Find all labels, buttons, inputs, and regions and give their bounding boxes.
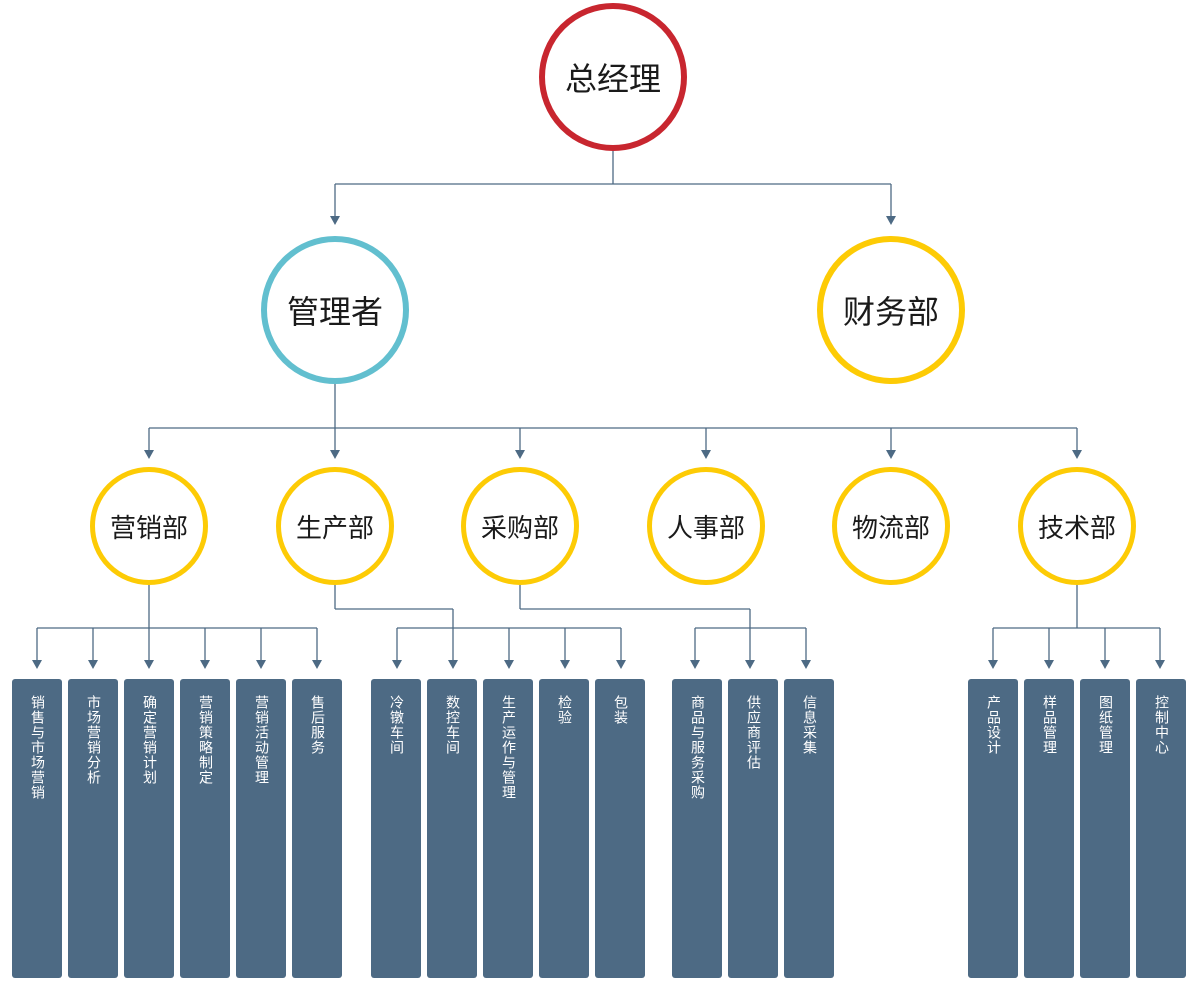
node-finance-label: 财务部	[842, 293, 939, 331]
task-box-production-5: 包装	[595, 679, 645, 978]
node-production: 生产部	[276, 467, 394, 585]
node-production-label: 生产部	[295, 513, 374, 544]
arrow-head	[392, 660, 402, 669]
task-label: 销售与市场营销	[29, 695, 45, 800]
task-label: 市场营销分析	[85, 695, 101, 785]
task-box-technology-2: 样品管理	[1024, 679, 1074, 978]
node-manager-label: 管理者	[286, 293, 383, 331]
task-label: 图纸管理	[1097, 695, 1113, 755]
task-box-marketing-5: 营销活动管理	[236, 679, 286, 978]
task-label: 营销活动管理	[253, 695, 269, 785]
arrow-head	[1100, 660, 1110, 669]
task-label: 产品设计	[985, 695, 1001, 755]
task-label: 供应商评估	[745, 695, 761, 770]
node-hr: 人事部	[647, 467, 765, 585]
arrow-head	[988, 660, 998, 669]
task-box-purchasing-2: 供应商评估	[728, 679, 778, 978]
node-logistics: 物流部	[832, 467, 950, 585]
arrow-head	[690, 660, 700, 669]
node-logistics-label: 物流部	[851, 513, 930, 544]
task-label: 确定营销计划	[141, 695, 157, 785]
arrow-head	[560, 660, 570, 669]
task-box-technology-4: 控制中心	[1136, 679, 1186, 978]
task-label: 数控车间	[444, 695, 460, 755]
node-marketing: 营销部	[90, 467, 208, 585]
node-purchasing-label: 采购部	[480, 513, 559, 544]
arrow-head	[616, 660, 626, 669]
task-label: 检验	[556, 695, 572, 725]
task-box-production-1: 冷镦车间	[371, 679, 421, 978]
task-box-marketing-1: 销售与市场营销	[12, 679, 62, 978]
node-marketing-label: 营销部	[109, 513, 188, 544]
arrow-head	[330, 450, 340, 459]
node-purchasing: 采购部	[461, 467, 579, 585]
task-box-marketing-3: 确定营销计划	[124, 679, 174, 978]
task-label: 包装	[612, 695, 628, 725]
node-general-manager: 总经理	[539, 3, 687, 151]
arrow-head	[701, 450, 711, 459]
task-label: 生产运作与管理	[500, 695, 516, 800]
task-box-technology-1: 产品设计	[968, 679, 1018, 978]
task-box-marketing-4: 营销策略制定	[180, 679, 230, 978]
node-technology-label: 技术部	[1037, 513, 1116, 544]
task-label: 样品管理	[1041, 695, 1057, 755]
arrow-head	[886, 450, 896, 459]
node-finance: 财务部	[817, 236, 965, 384]
arrow-head	[144, 450, 154, 459]
arrow-head	[1155, 660, 1165, 669]
task-box-marketing-2: 市场营销分析	[68, 679, 118, 978]
arrow-head	[330, 216, 340, 225]
task-box-production-3: 生产运作与管理	[483, 679, 533, 978]
task-box-purchasing-1: 商品与服务采购	[672, 679, 722, 978]
arrow-head	[448, 660, 458, 669]
task-box-purchasing-3: 信息采集	[784, 679, 834, 978]
arrow-head	[1072, 450, 1082, 459]
task-label: 冷镦车间	[388, 695, 404, 755]
node-hr-label: 人事部	[666, 513, 745, 544]
node-general-manager-label: 总经理	[564, 60, 661, 98]
arrow-head	[886, 216, 896, 225]
arrow-head	[88, 660, 98, 669]
task-box-marketing-6: 售后服务	[292, 679, 342, 978]
arrow-head	[745, 660, 755, 669]
node-technology: 技术部	[1018, 467, 1136, 585]
node-manager: 管理者	[261, 236, 409, 384]
arrow-head	[1044, 660, 1054, 669]
task-label: 控制中心	[1153, 695, 1169, 755]
arrow-head	[32, 660, 42, 669]
arrow-head	[312, 660, 322, 669]
arrow-head	[801, 660, 811, 669]
arrow-head	[200, 660, 210, 669]
arrow-head	[515, 450, 525, 459]
task-label: 信息采集	[801, 695, 817, 755]
task-label: 商品与服务采购	[689, 695, 705, 800]
arrow-head	[504, 660, 514, 669]
task-box-technology-3: 图纸管理	[1080, 679, 1130, 978]
task-label: 营销策略制定	[197, 695, 213, 785]
arrow-head	[144, 660, 154, 669]
task-box-production-2: 数控车间	[427, 679, 477, 978]
task-box-production-4: 检验	[539, 679, 589, 978]
task-label: 售后服务	[309, 695, 325, 755]
arrow-head	[256, 660, 266, 669]
